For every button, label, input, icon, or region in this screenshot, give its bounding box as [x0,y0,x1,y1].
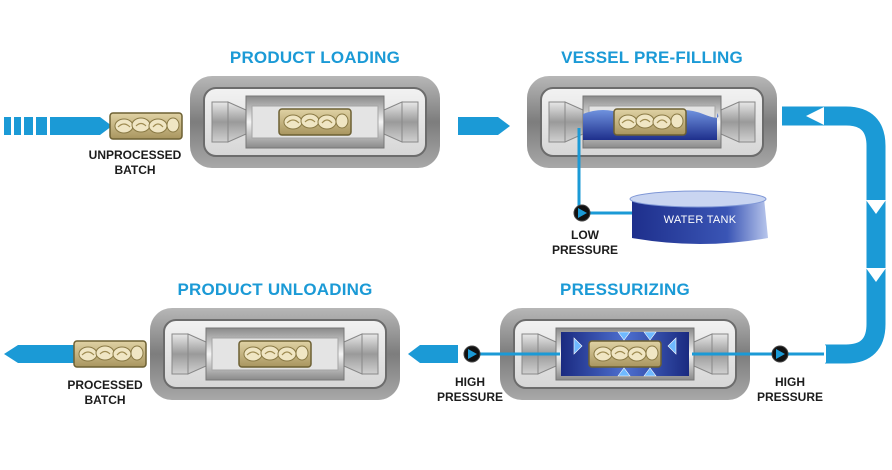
stage-title-pressurizing: PRESSURIZING [560,280,690,299]
stage-title-prefilling: VESSEL PRE-FILLING [561,48,743,67]
stage-title-loading: PRODUCT LOADING [229,48,401,67]
high-pressure-line-right [692,345,824,363]
arrow-right-icon [458,117,510,135]
incoming-flow-arrow [4,117,112,135]
product-batch-icon [613,108,687,136]
pump-icon [771,345,789,363]
pump-icon [463,345,481,363]
high-pressure-line-left [463,345,560,363]
water-tank [629,190,768,244]
water-tank-label: WATER TANK [663,214,737,226]
pump-icon [573,204,591,222]
unprocessed-batch-icon [109,112,183,140]
arrow-left-icon [408,345,458,363]
product-batch-icon [238,340,312,368]
circulation-conduit [782,106,886,364]
vessel-prefilling [526,75,778,169]
product-batch-icon [278,108,352,136]
stage-title-unloading: PRODUCT UNLOADING [177,280,373,299]
outgoing-flow-arrow [4,345,76,363]
low-pressure-line [573,128,640,222]
vessel-unloading [149,307,401,401]
product-batch-icon [588,340,662,368]
vessel-loading [189,75,441,169]
processed-batch-icon [73,340,147,368]
vessel-pressurizing [499,307,751,401]
compression-arrows-icon [573,331,677,377]
